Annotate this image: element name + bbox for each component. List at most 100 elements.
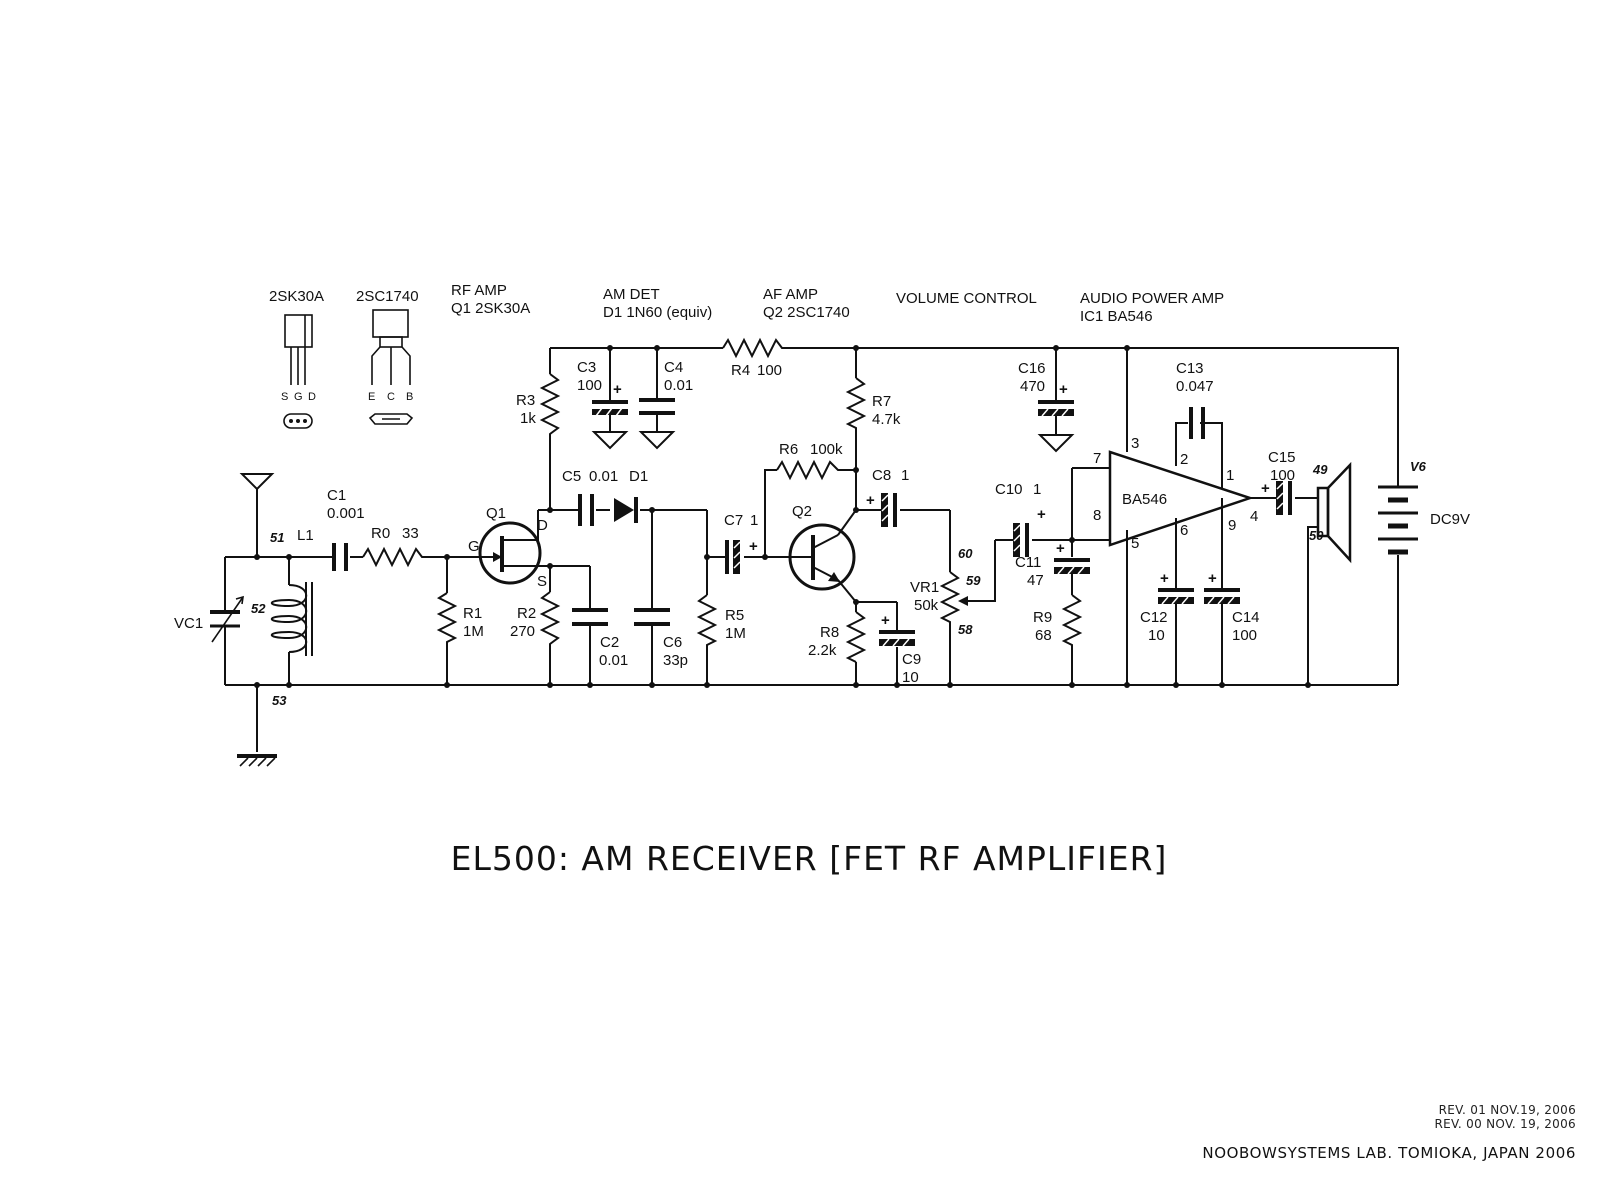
- svg-text:C1: C1: [327, 487, 346, 504]
- svg-text:33p: 33p: [663, 652, 688, 669]
- c16-capacitor: + C16 470: [1018, 360, 1075, 453]
- svg-text:10: 10: [1148, 627, 1165, 644]
- svg-text:+: +: [1261, 480, 1270, 497]
- q1-jfet: Q1 G D S: [468, 505, 548, 590]
- svg-text:52: 52: [251, 601, 266, 616]
- c6-capacitor: C6 33p: [634, 608, 688, 669]
- svg-text:+: +: [749, 538, 758, 555]
- svg-text:5: 5: [1131, 535, 1139, 552]
- q2-npn-transistor: Q2: [788, 503, 856, 591]
- svg-text:VR1: VR1: [910, 579, 939, 596]
- svg-text:C15: C15: [1268, 449, 1296, 466]
- r6-resistor: R6 100k: [776, 441, 845, 481]
- svg-text:C7: C7: [724, 512, 743, 529]
- svg-text:100: 100: [577, 377, 602, 394]
- svg-text:1: 1: [1033, 481, 1041, 498]
- svg-text:8: 8: [1093, 507, 1101, 524]
- c11-capacitor: + C11 47: [1015, 540, 1090, 589]
- svg-text:1M: 1M: [463, 623, 484, 640]
- r0-resistor: R0 33: [362, 525, 427, 568]
- svg-text:6: 6: [1180, 522, 1188, 539]
- svg-text:C: C: [387, 391, 395, 403]
- revision-00: REV. 00 NOV. 19, 2006: [1434, 1117, 1576, 1131]
- svg-text:C11: C11: [1015, 554, 1041, 571]
- svg-text:60: 60: [958, 546, 973, 561]
- svg-text:53: 53: [272, 693, 287, 708]
- svg-text:4.7k: 4.7k: [872, 411, 901, 428]
- c5-capacitor: C5 0.01: [562, 468, 618, 526]
- svg-text:0.01: 0.01: [599, 652, 628, 669]
- ground-icon: [638, 431, 676, 450]
- svg-text:S: S: [281, 391, 288, 403]
- svg-text:7: 7: [1093, 450, 1101, 467]
- svg-text:R0: R0: [371, 525, 390, 542]
- antenna-icon: [239, 473, 275, 491]
- wires: [224, 347, 1399, 752]
- c4-capacitor: C4 0.01: [638, 359, 693, 450]
- svg-text:C8: C8: [872, 467, 891, 484]
- svg-text:59: 59: [966, 573, 981, 588]
- r7-resistor: R7 4.7k: [845, 377, 901, 432]
- svg-text:R8: R8: [820, 624, 839, 641]
- svg-text:0.01: 0.01: [664, 377, 693, 394]
- svg-text:+: +: [866, 492, 875, 509]
- lab-credit: NOOBOWSYSTEMS LAB. TOMIOKA, JAPAN 2006: [1202, 1144, 1576, 1162]
- svg-text:C3: C3: [577, 359, 596, 376]
- svg-text:S: S: [537, 573, 547, 590]
- svg-text:+: +: [1160, 570, 1169, 587]
- c14-capacitor: + C14 100: [1204, 570, 1260, 644]
- svg-text:1M: 1M: [725, 625, 746, 642]
- node-numbers: 51 52 53 60 59 58 49 50: [251, 462, 1328, 708]
- section-power-amp-part: IC1 BA546: [1080, 308, 1153, 325]
- r2-resistor: R2 270: [510, 591, 561, 652]
- svg-text:R2: R2: [517, 605, 536, 622]
- r4-resistor: R4 100: [722, 337, 790, 379]
- package-2sk30a: 2SK30A S G D: [269, 288, 324, 429]
- svg-text:2: 2: [1180, 451, 1188, 468]
- svg-text:1: 1: [1226, 467, 1234, 484]
- svg-text:50: 50: [1309, 528, 1324, 543]
- package-2sc1740-name: 2SC1740: [356, 288, 419, 305]
- svg-text:100: 100: [1232, 627, 1257, 644]
- svg-text:R5: R5: [725, 607, 744, 624]
- svg-text:E: E: [368, 391, 375, 403]
- vc1-variable-capacitor: VC1: [174, 595, 244, 643]
- c2-capacitor: C2 0.01: [572, 608, 628, 669]
- r1-resistor: R1 1M: [436, 592, 484, 647]
- svg-text:47: 47: [1027, 572, 1044, 589]
- svg-text:+: +: [613, 381, 622, 398]
- ic1-ba546-amplifier: BA546 7 8 3 2 5 6 9 1 4: [1093, 435, 1258, 552]
- section-am-det-title: AM DET: [603, 286, 660, 303]
- svg-text:0.047: 0.047: [1176, 378, 1214, 395]
- svg-text:+: +: [1059, 381, 1068, 398]
- svg-text:B: B: [406, 391, 413, 403]
- section-volume-title: VOLUME CONTROL: [896, 290, 1037, 307]
- c10-capacitor: + C10 1: [995, 481, 1046, 557]
- package-2sc1740-body: [372, 309, 409, 338]
- r3-resistor: R3 1k: [516, 373, 561, 442]
- package-2sk30a-bottom: [283, 413, 313, 429]
- svg-text:1k: 1k: [520, 410, 536, 427]
- svg-text:C5: C5: [562, 468, 581, 485]
- svg-text:C14: C14: [1232, 609, 1260, 626]
- svg-text:G: G: [294, 391, 303, 403]
- svg-text:Q2: Q2: [792, 503, 812, 520]
- section-am-det-part: D1 1N60 (equiv): [603, 304, 712, 321]
- battery-v6: V6 DC9V: [1378, 459, 1470, 555]
- l1-coil: L1: [270, 527, 314, 656]
- section-rf-amp-title: RF AMP: [451, 282, 507, 299]
- r8-resistor: R8 2.2k: [808, 611, 867, 663]
- svg-text:270: 270: [510, 623, 535, 640]
- d1-diode: D1: [614, 468, 648, 523]
- svg-text:51: 51: [270, 530, 284, 545]
- svg-text:Q1: Q1: [486, 505, 506, 522]
- svg-text:C9: C9: [902, 651, 921, 668]
- svg-text:1: 1: [901, 467, 909, 484]
- svg-text:+: +: [1208, 570, 1217, 587]
- svg-text:R9: R9: [1033, 609, 1052, 626]
- svg-text:0.001: 0.001: [327, 505, 365, 522]
- svg-text:49: 49: [1312, 462, 1328, 477]
- ic1-name: BA546: [1122, 491, 1167, 508]
- svg-text:1: 1: [750, 512, 758, 529]
- svg-text:D: D: [537, 517, 548, 534]
